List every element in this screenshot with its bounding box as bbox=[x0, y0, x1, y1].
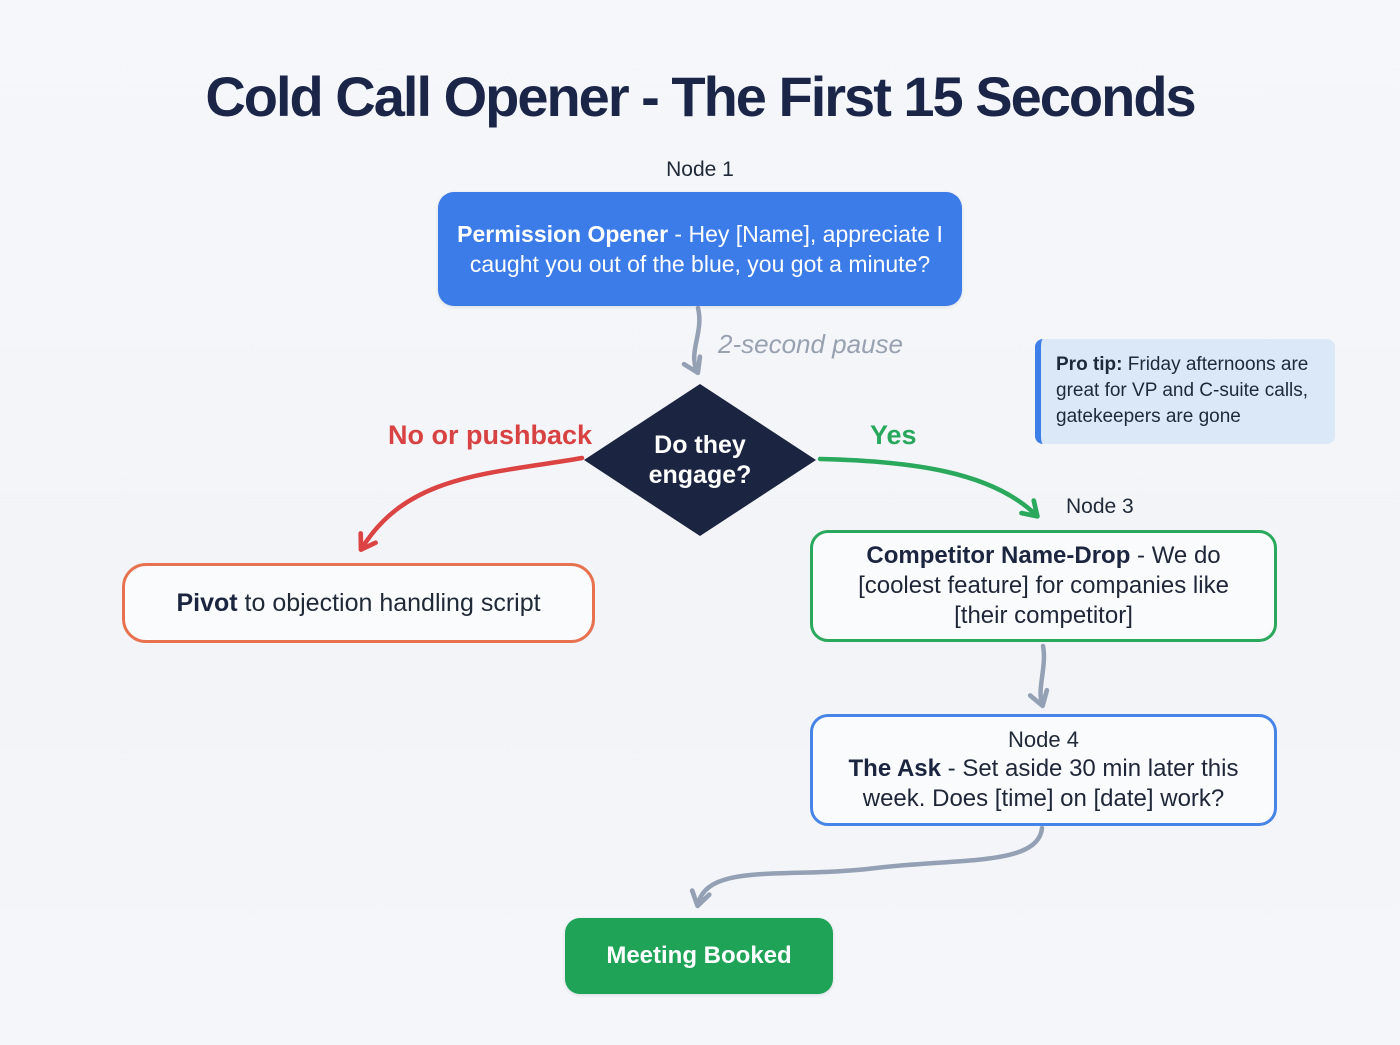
arrow-node4-to-meeting bbox=[689, 825, 1045, 909]
node1-text-bold: Permission Opener bbox=[457, 220, 669, 247]
node3-label: Node 3 bbox=[1066, 495, 1134, 518]
protip-card: Pro tip: Friday afternoons are great for… bbox=[1035, 339, 1335, 444]
node4-label: Node 4 bbox=[1008, 727, 1079, 753]
node3-text-bold: Competitor Name-Drop bbox=[866, 542, 1131, 569]
arrow-node3-to-node4 bbox=[1027, 643, 1050, 709]
arrow-yes-to-node3 bbox=[817, 456, 1040, 519]
decision-question: Do they engage? bbox=[648, 430, 752, 490]
branch-label-no: No or pushback bbox=[388, 420, 593, 450]
node3-text: Competitor Name-Drop - We do [coolest fe… bbox=[835, 541, 1252, 631]
node1-text-rest: - Hey [Name], appreciate I caught you ou… bbox=[469, 220, 943, 277]
pause-annotation: 2-second pause bbox=[718, 329, 904, 359]
node1-text: Permission Opener - Hey [Name], apprecia… bbox=[454, 219, 946, 280]
node3-text-rest: - We do [coolest feature] for companies … bbox=[858, 542, 1229, 629]
pivot-text-bold: Pivot bbox=[176, 588, 238, 617]
page-title: Cold Call Opener - The First 15 Seconds bbox=[205, 65, 1196, 128]
node4-text-bold: The Ask bbox=[848, 754, 941, 782]
arrow-node1-to-decision bbox=[681, 305, 703, 376]
meeting-booked-box: Meeting Booked bbox=[565, 918, 833, 994]
pivot-text: Pivot to objection handling script bbox=[176, 589, 540, 618]
node4-text-rest: - Set aside 30 min later this week. Does… bbox=[862, 754, 1239, 812]
arrow-no-to-pivot bbox=[358, 455, 585, 552]
protip-rest: Friday afternoons are great for VP and C… bbox=[1056, 354, 1309, 428]
node4-the-ask-box: Node 4 The Ask - Set aside 30 min later … bbox=[810, 714, 1277, 826]
decision-diamond: Do they engage? bbox=[584, 384, 816, 536]
node3-competitor-name-drop-box: Competitor Name-Drop - We do [coolest fe… bbox=[810, 530, 1277, 642]
node4-text: The Ask - Set aside 30 min later this we… bbox=[835, 754, 1252, 814]
meeting-booked-label: Meeting Booked bbox=[606, 942, 792, 969]
node1-label: Node 1 bbox=[666, 158, 734, 181]
protip-bold: Pro tip: bbox=[1056, 354, 1123, 375]
branch-label-yes: Yes bbox=[870, 420, 917, 450]
pivot-box: Pivot to objection handling script bbox=[122, 563, 595, 643]
pivot-text-rest: to objection handling script bbox=[237, 588, 541, 617]
node1-permission-opener-box: Permission Opener - Hey [Name], apprecia… bbox=[438, 192, 962, 306]
